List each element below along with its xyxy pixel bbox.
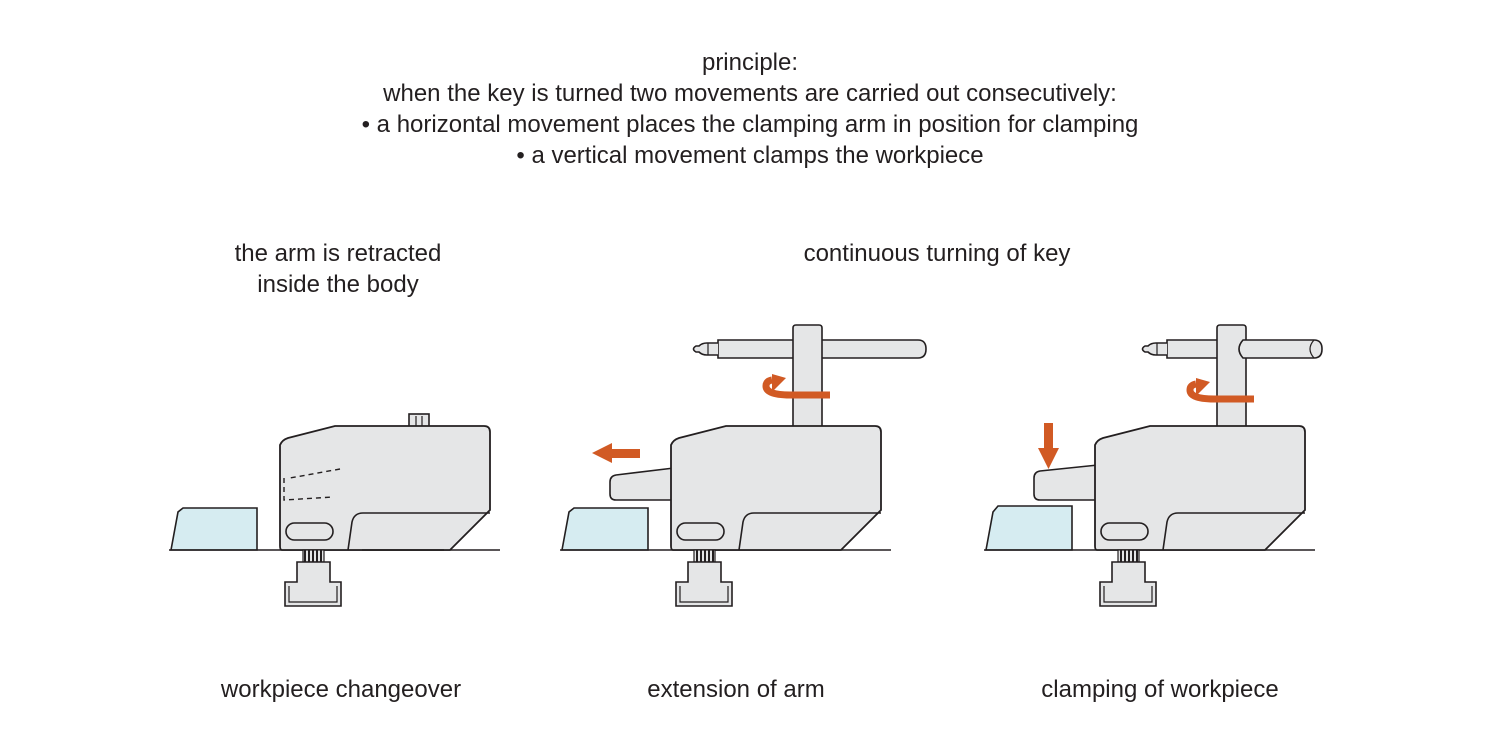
- caption-key-turning: continuous turning of key: [803, 240, 1071, 267]
- clamp-arm: [1033, 464, 1099, 501]
- stage-workpiece-changeover: [169, 413, 500, 607]
- key-handle-right: [1238, 339, 1323, 359]
- caption-arm-retracted: the arm is retracted inside the body: [188, 238, 488, 300]
- clamp-body: [670, 425, 882, 551]
- hidden-arm-outline: [283, 468, 341, 501]
- principle-bullet-horizontal: • a horizontal movement places the clamp…: [361, 111, 1139, 138]
- down-arrow-icon: [1038, 423, 1059, 469]
- rotate-arrow-icon: [1186, 380, 1254, 403]
- caption-arm-retracted-line1: the arm is retracted: [234, 240, 442, 267]
- slot-hole: [1100, 522, 1149, 541]
- stage-extension-of-arm: [560, 324, 927, 607]
- thread: [302, 549, 325, 563]
- clamp-body: [1094, 425, 1306, 551]
- workpiece: [985, 505, 1073, 551]
- step-label-extension: extension of arm: [647, 676, 825, 703]
- principle-text: principle: when the key is turned two mo…: [0, 47, 1500, 171]
- t-nut: [1099, 561, 1157, 607]
- rotate-arrow-icon: [762, 376, 830, 399]
- step-label-clamping: clamping of workpiece: [1041, 676, 1279, 703]
- caption-arm-retracted-line2: inside the body: [257, 271, 419, 298]
- workpiece: [170, 507, 258, 551]
- t-nut: [675, 561, 733, 607]
- key-shaft: [792, 324, 823, 429]
- left-arrow-icon: [592, 443, 640, 463]
- t-nut: [284, 561, 342, 607]
- principle-heading: principle:: [701, 49, 799, 76]
- thread: [1117, 549, 1140, 563]
- stage-clamping-of-workpiece: [984, 324, 1323, 607]
- slot-hole: [285, 522, 334, 541]
- workpiece: [561, 507, 649, 551]
- principle-line: when the key is turned two movements are…: [383, 80, 1117, 107]
- clamp-arm: [609, 467, 675, 501]
- step-label-changeover: workpiece changeover: [220, 676, 462, 703]
- clamp-body: [279, 425, 491, 551]
- principle-bullet-vertical: • a vertical movement clamps the workpie…: [516, 142, 984, 169]
- thread: [693, 549, 716, 563]
- slot-hole: [676, 522, 725, 541]
